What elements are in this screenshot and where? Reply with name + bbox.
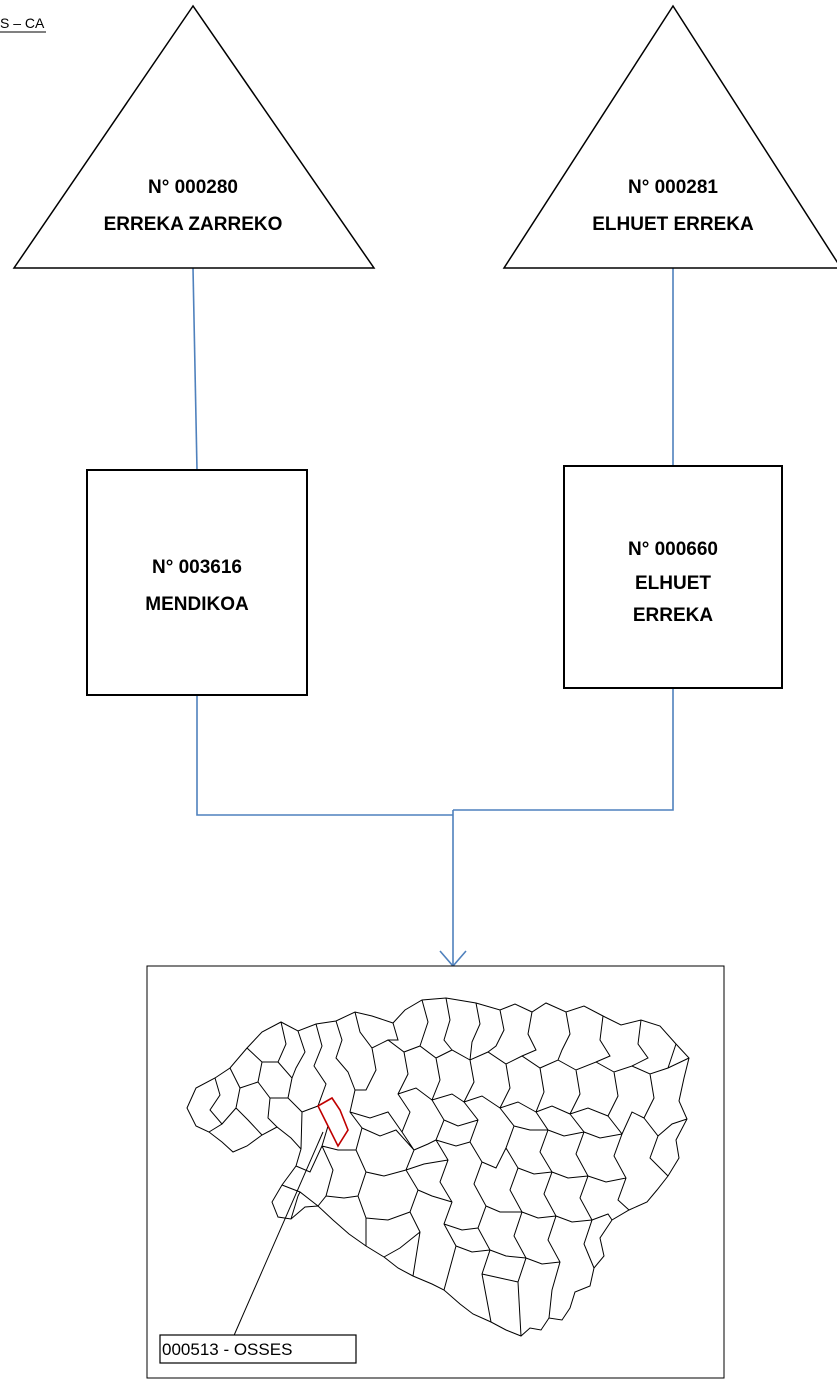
connector-660-to-junction <box>453 688 674 811</box>
header-fragment: S – CA <box>0 15 45 31</box>
commune-map: 000513 - OSSES <box>146 965 725 1379</box>
intermediate-node-003616: N° 003616 MENDIKOA <box>86 469 308 696</box>
connector-280-to-3616 <box>192 267 198 471</box>
intermediate-node-000660: N° 000660 ELHUET ERREKA <box>563 465 783 689</box>
intermediate-number: N° 003616 <box>152 557 242 578</box>
commune-label: 000513 - OSSES <box>162 1340 292 1359</box>
source-name: ERREKA ZARREKO <box>104 214 283 235</box>
triangle-shape <box>12 4 376 269</box>
map-frame <box>146 965 725 1379</box>
box-shape <box>86 469 308 696</box>
highlighted-commune <box>316 1096 349 1148</box>
source-node-000281: N° 000281 ELHUET ERREKA <box>502 4 837 269</box>
connectors <box>192 267 674 968</box>
intermediate-name-line1: ELHUET <box>635 573 711 594</box>
box-shape <box>563 465 783 689</box>
source-number: N° 000281 <box>628 177 718 198</box>
callout-leader-line <box>231 1131 324 1341</box>
intermediate-number: N° 000660 <box>628 539 718 560</box>
department-outline <box>186 997 690 1337</box>
commune-label-box <box>159 1334 357 1364</box>
intermediate-name-line2: ERREKA <box>633 605 714 626</box>
source-node-000280: N° 000280 ERREKA ZARREKO <box>12 4 376 269</box>
source-number: N° 000280 <box>148 177 238 198</box>
triangle-shape <box>502 4 837 269</box>
connector-3616-to-junction <box>196 695 453 816</box>
source-name: ELHUET ERREKA <box>592 214 754 235</box>
intermediate-name: MENDIKOA <box>145 594 249 615</box>
